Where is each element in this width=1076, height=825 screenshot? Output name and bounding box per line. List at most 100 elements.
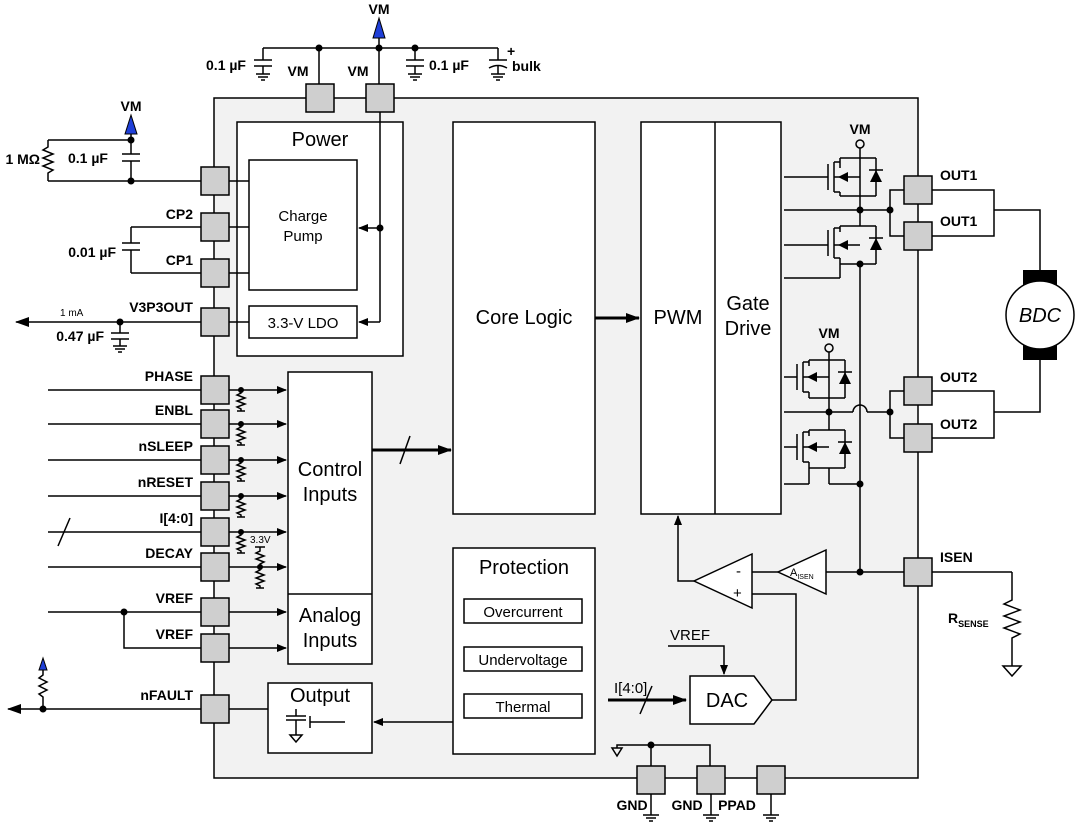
undervoltage-label: Undervoltage bbox=[478, 652, 567, 669]
charge-pump-label-2: Pump bbox=[283, 228, 322, 245]
out1b-label: OUT1 bbox=[940, 213, 978, 229]
analog-label-1: Analog bbox=[299, 605, 361, 627]
ldo-cap-label: 0.47 µF bbox=[56, 328, 104, 344]
pin-enbl bbox=[200, 409, 230, 439]
i40-label: I[4:0] bbox=[160, 510, 193, 526]
rsense-label: RSENSE bbox=[948, 610, 989, 629]
dac-label: DAC bbox=[706, 690, 748, 712]
sense-section: AISEN - + DAC VREF I[4:0] bbox=[608, 515, 860, 725]
ldo-current-label: 1 mA bbox=[60, 308, 84, 319]
nfault-label: nFAULT bbox=[140, 687, 193, 703]
pin-phase bbox=[200, 375, 230, 405]
vref2-label: VREF bbox=[156, 626, 194, 642]
nreset-label: nRESET bbox=[138, 474, 194, 490]
phase-label: PHASE bbox=[145, 368, 193, 384]
gnd2-label: GND bbox=[671, 797, 702, 813]
pin-out1-a bbox=[903, 175, 933, 205]
pin-vref-2 bbox=[200, 633, 230, 663]
output-box bbox=[267, 682, 373, 754]
control-label-2: Inputs bbox=[303, 484, 357, 506]
analog-label-2: Inputs bbox=[303, 630, 357, 652]
pin-nsleep bbox=[200, 445, 230, 475]
pin-nfault bbox=[200, 694, 230, 724]
core-logic-section: Core Logic bbox=[372, 121, 640, 515]
pin-gnd-2 bbox=[696, 765, 726, 795]
core-logic-label: Core Logic bbox=[476, 307, 573, 329]
pullup-arrow-icon bbox=[38, 656, 48, 671]
dac-box bbox=[689, 675, 773, 725]
thermal-box bbox=[463, 693, 583, 719]
pwm-label: PWM bbox=[654, 307, 703, 329]
gate-label-1: Gate bbox=[726, 293, 769, 315]
pin-i40 bbox=[200, 517, 230, 547]
core-logic-box bbox=[452, 121, 596, 515]
cap-top-left-label: 0.1 µF bbox=[206, 57, 246, 73]
pin-cp2 bbox=[200, 212, 230, 242]
gate-label-2: Drive bbox=[725, 318, 772, 340]
nsleep-label: nSLEEP bbox=[139, 438, 193, 454]
ppad-label: PPAD bbox=[718, 797, 756, 813]
left-cp-section: VM 1 MΩ 0.1 µF CP2 CP1 0.01 µF V3P3OUT 1 bbox=[5, 98, 249, 353]
top-supply: VM 0.1 µF 0.1 µF + bulk V bbox=[206, 1, 541, 113]
comp-plus-label: + bbox=[733, 585, 742, 602]
pin-vm-1 bbox=[305, 83, 335, 113]
pin-out1-b bbox=[903, 221, 933, 251]
cap-top-right-label: 0.1 µF bbox=[429, 57, 469, 73]
control-label-1: Control bbox=[298, 459, 362, 481]
thermal-label: Thermal bbox=[495, 699, 550, 716]
vm-hb2-label: VM bbox=[819, 325, 840, 341]
v3p3out-label: V3P3OUT bbox=[129, 299, 193, 315]
protection-section: Protection Overcurrent Undervoltage Ther… bbox=[373, 547, 596, 755]
pin-ppad bbox=[756, 765, 786, 795]
vm-arrow-icon bbox=[372, 16, 386, 39]
comp-minus-label: - bbox=[736, 563, 741, 580]
nfault-section: nFAULT Output bbox=[7, 656, 373, 754]
pin-cp1 bbox=[200, 258, 230, 288]
dac-in-label: I[4:0] bbox=[614, 680, 647, 697]
pin-gnd-1 bbox=[636, 765, 666, 795]
pullup-33v-label: 3.3V bbox=[250, 535, 271, 546]
vref1-label: VREF bbox=[156, 590, 194, 606]
h-bridge: VM bbox=[784, 121, 890, 572]
gnd1-label: GND bbox=[616, 797, 647, 813]
vm-pin2-label: VM bbox=[348, 63, 369, 79]
pin-vcp bbox=[200, 166, 230, 196]
protection-label: Protection bbox=[479, 557, 569, 579]
bottom-pins: GND GND PPAD bbox=[610, 741, 786, 822]
isen-label: ISEN bbox=[940, 549, 973, 565]
overcurrent-label: Overcurrent bbox=[483, 604, 563, 621]
res-1m-label: 1 MΩ bbox=[5, 151, 40, 167]
charge-pump-box bbox=[248, 159, 358, 291]
decay-label: DECAY bbox=[145, 545, 193, 561]
vm-left-label: VM bbox=[121, 98, 142, 114]
vm-pin1-label: VM bbox=[288, 63, 309, 79]
cap-01-label: 0.1 µF bbox=[68, 150, 108, 166]
overcurrent-box bbox=[463, 598, 583, 624]
comparator bbox=[692, 552, 753, 610]
pwm-gate-box bbox=[640, 121, 782, 515]
power-title: Power bbox=[292, 129, 349, 151]
power-block: Power Charge Pump 3.3-V LDO bbox=[236, 112, 404, 357]
cp-cap-label: 0.01 µF bbox=[68, 244, 116, 260]
input-pin-rows bbox=[200, 375, 230, 663]
pin-out2-b bbox=[903, 423, 933, 453]
pwm-gate-section: PWM Gate Drive bbox=[640, 121, 782, 515]
bulk-cap-label: bulk bbox=[512, 58, 541, 74]
enbl-label: ENBL bbox=[155, 402, 194, 418]
out2a-label: OUT2 bbox=[940, 369, 978, 385]
vm-left-arrow-icon bbox=[124, 113, 138, 135]
undervoltage-box bbox=[463, 646, 583, 672]
out1a-label: OUT1 bbox=[940, 167, 978, 183]
control-inputs-section: Control Inputs Analog Inputs PHASE ENBL … bbox=[48, 368, 373, 665]
cp1-label: CP1 bbox=[166, 252, 193, 268]
bulk-plus-label: + bbox=[507, 43, 515, 59]
pin-vref-1 bbox=[200, 597, 230, 627]
ldo-box bbox=[248, 305, 358, 339]
pin-vm-2 bbox=[365, 83, 395, 113]
vm-hb1-label: VM bbox=[850, 121, 871, 137]
ldo-label: 3.3-V LDO bbox=[268, 315, 339, 332]
pin-nreset bbox=[200, 481, 230, 511]
pin-v3p3out bbox=[200, 307, 230, 337]
amp-label: AISEN bbox=[790, 567, 814, 581]
pin-out2-a bbox=[903, 376, 933, 406]
